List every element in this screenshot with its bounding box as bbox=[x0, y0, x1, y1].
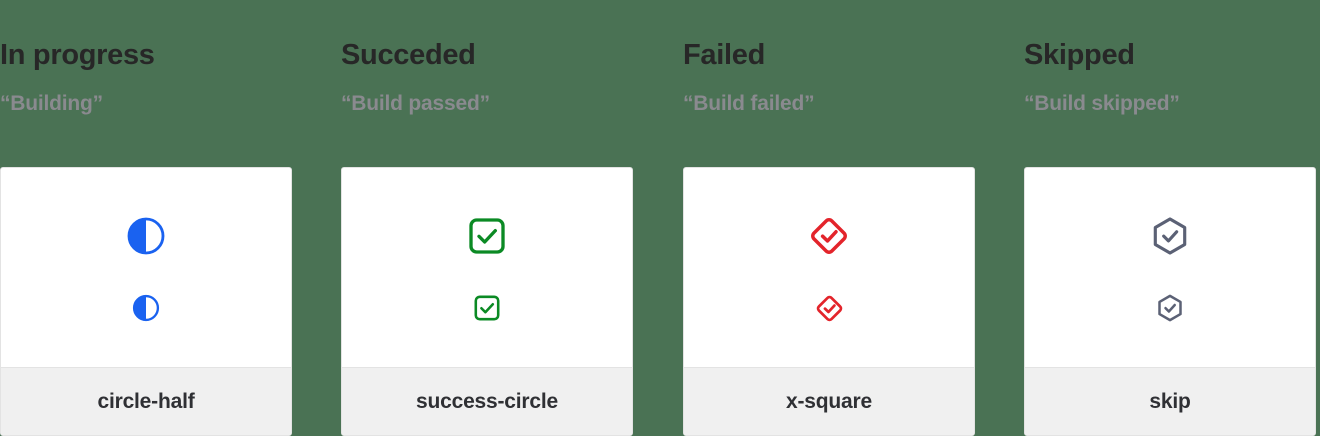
icon-preview-small bbox=[1025, 292, 1315, 324]
icon-name-label: x-square bbox=[786, 389, 872, 413]
icon-preview-area bbox=[342, 168, 632, 368]
icon-preview-area bbox=[1, 168, 291, 368]
column-title: Succeded bbox=[341, 39, 476, 71]
icon-name-label: success-circle bbox=[416, 389, 558, 413]
icon-preview-large bbox=[1025, 214, 1315, 258]
icon-card-x-square[interactable]: x-square bbox=[683, 167, 975, 436]
icon-card-circle-half[interactable]: circle-half bbox=[0, 167, 292, 436]
column-title: In progress bbox=[0, 39, 155, 71]
x-square-icon bbox=[814, 293, 845, 324]
icon-preview-small bbox=[342, 292, 632, 324]
icon-name-label: skip bbox=[1149, 389, 1191, 413]
column-title: Skipped bbox=[1024, 39, 1135, 71]
icon-card-footer: circle-half bbox=[1, 367, 291, 435]
icon-preview-area bbox=[684, 168, 974, 368]
icon-preview-small bbox=[1, 292, 291, 324]
column-subtitle: “Build failed” bbox=[683, 92, 815, 115]
icon-preview-small bbox=[684, 292, 974, 324]
icon-preview-large bbox=[1, 214, 291, 258]
column-subtitle: “Build skipped” bbox=[1024, 92, 1180, 115]
status-column-in-progress: In progress “Building” bbox=[0, 0, 340, 436]
icon-card-success-circle[interactable]: success-circle bbox=[341, 167, 633, 436]
icon-card-skip[interactable]: skip bbox=[1024, 167, 1316, 436]
circle-half-icon bbox=[132, 294, 160, 322]
success-circle-icon bbox=[467, 216, 507, 256]
circle-half-icon bbox=[126, 216, 166, 256]
icon-preview-large bbox=[342, 214, 632, 258]
skip-icon bbox=[1155, 293, 1185, 323]
success-circle-icon bbox=[473, 294, 501, 322]
icon-name-label: circle-half bbox=[97, 389, 195, 413]
icon-card-footer: success-circle bbox=[342, 367, 632, 435]
icon-preview-area bbox=[1025, 168, 1315, 368]
status-column-failed: Failed “Build failed” bbox=[683, 0, 1023, 436]
column-title: Failed bbox=[683, 39, 765, 71]
status-column-skipped: Skipped “Build skipped” bbox=[1024, 0, 1320, 436]
icon-card-footer: x-square bbox=[684, 367, 974, 435]
column-subtitle: “Build passed” bbox=[341, 92, 490, 115]
icon-preview-large bbox=[684, 214, 974, 258]
status-column-succeded: Succeded “Build passed” bbox=[341, 0, 681, 436]
skip-icon bbox=[1149, 215, 1191, 257]
x-square-icon bbox=[807, 214, 851, 258]
icon-card-footer: skip bbox=[1025, 367, 1315, 435]
column-subtitle: “Building” bbox=[0, 92, 103, 115]
